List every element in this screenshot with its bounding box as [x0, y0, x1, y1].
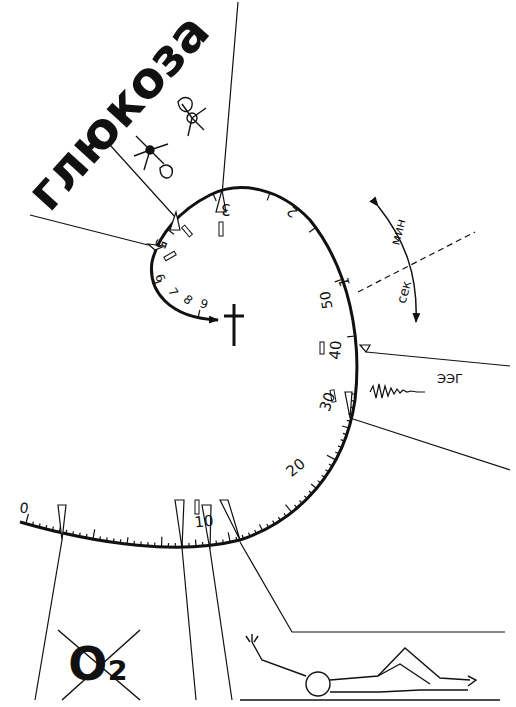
scale-number: 0 [19, 500, 30, 515]
scale-tick [32, 522, 33, 526]
unit-label: мин [388, 217, 407, 246]
scale-number: 30 [318, 390, 339, 413]
scale-tick [188, 543, 189, 547]
scale-tick [309, 228, 315, 233]
scale-tick [72, 531, 74, 535]
scale-tick [309, 491, 312, 494]
scale-tick [127, 537, 129, 544]
scale-tick [278, 517, 280, 520]
scale-tick [267, 193, 270, 201]
scale-tick [286, 505, 292, 513]
scale-tick [347, 420, 351, 422]
scale-number: 7 [166, 286, 180, 299]
death-cross [224, 304, 244, 346]
scale-number: 9 [198, 297, 209, 311]
scale-tick [347, 335, 355, 337]
scale-tick [300, 501, 303, 504]
scale-tick [273, 521, 275, 524]
scale-tick [335, 452, 339, 454]
scale-number: 10 [194, 514, 215, 531]
scale-tick [147, 542, 148, 546]
scale-tick [52, 527, 54, 531]
cross-out [58, 630, 140, 700]
scale-tick [284, 513, 286, 516]
scale-tick [294, 505, 297, 508]
scale-number: 20 [284, 456, 308, 480]
scale-number: 2 [284, 204, 300, 220]
minute-divider [358, 232, 475, 292]
scale-tick [343, 433, 347, 434]
scale-number: 6 [153, 272, 167, 283]
oxygen-label: O₂ [68, 641, 127, 687]
unit-label: сек [395, 279, 414, 305]
scale-number: 8 [181, 293, 195, 307]
scale-number: 3 [221, 201, 231, 216]
scale-tick [329, 464, 332, 466]
scale-tick [86, 534, 88, 538]
scale-tick [341, 440, 345, 441]
scale-tick [154, 543, 155, 547]
scale-tick [168, 543, 169, 547]
scale-tick [318, 481, 321, 483]
scale-tick [45, 525, 47, 529]
scale-number: 40 [328, 340, 345, 360]
scale-tick [248, 533, 249, 537]
scale-tick [342, 426, 349, 428]
signal-label: ЭЭГ [437, 372, 463, 385]
scale-tick [222, 539, 224, 543]
scale-number: 1 [336, 276, 352, 288]
eeg-trace [370, 384, 425, 398]
scale-tick [65, 530, 67, 534]
scale-tick [235, 537, 237, 541]
hatch-marks [164, 222, 336, 514]
scale-tick [198, 310, 200, 318]
scale-tick [325, 470, 328, 472]
scale-tick [267, 524, 269, 528]
time-spiral [20, 188, 357, 547]
scale-tick [322, 475, 325, 477]
scale-tick [106, 537, 108, 541]
scale-tick [195, 540, 197, 547]
scale-tick [39, 523, 40, 527]
scale-tick [311, 484, 316, 488]
scale-ticks [26, 193, 356, 547]
direction-arrow [378, 206, 416, 322]
scale-tick [255, 530, 257, 534]
scale-tick [242, 535, 243, 539]
scale-tick [327, 455, 336, 460]
scale-tick [175, 543, 176, 547]
scale-tick [213, 194, 216, 201]
scale-tick [161, 537, 163, 547]
scale-tick [120, 539, 122, 543]
scale-tick [304, 496, 307, 499]
scale-tick [202, 542, 204, 546]
scale-number: 50 [318, 290, 335, 310]
lying-person [240, 634, 500, 700]
scale-tick [228, 532, 230, 542]
scale-tick [79, 533, 81, 537]
scale-tick [215, 541, 217, 545]
scale-tick [338, 446, 342, 448]
scale-tick [140, 542, 142, 546]
scale-tick [113, 538, 115, 542]
scale-tick [259, 524, 262, 530]
scale-tick [133, 541, 135, 545]
scale-tick [93, 529, 95, 539]
scale-tick [99, 536, 101, 540]
